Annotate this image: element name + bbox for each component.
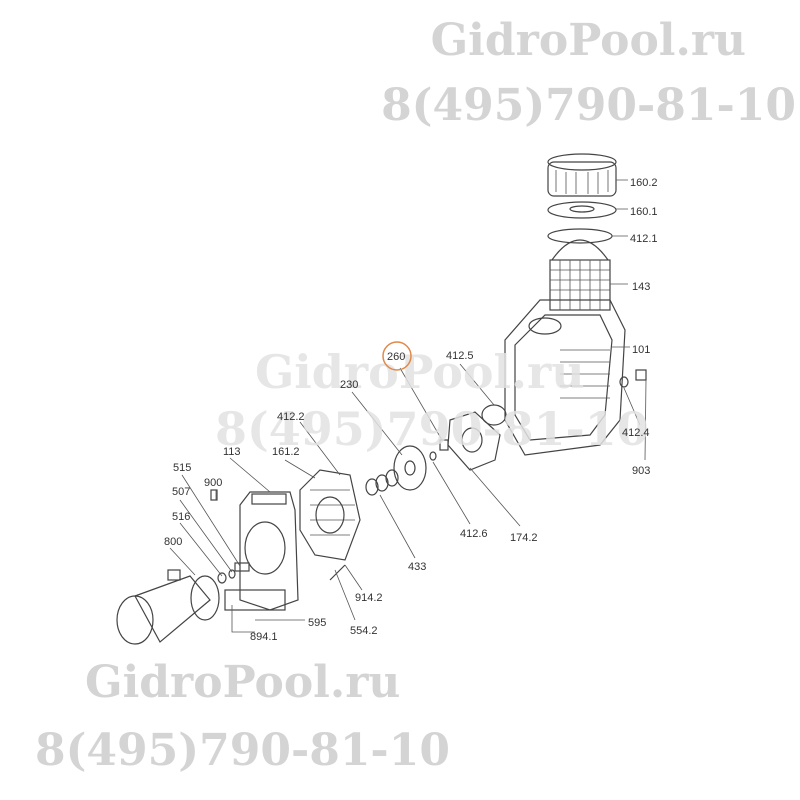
label-800: 800: [164, 536, 182, 548]
seal-plate-161-2: [299, 469, 361, 561]
lid-160-2: [547, 153, 617, 197]
label-894-1: 894.1: [250, 631, 278, 643]
label-516: 516: [172, 511, 190, 523]
motor-800: [116, 569, 220, 645]
label-412-4: 412.4: [622, 427, 650, 439]
adapter-113: [224, 491, 299, 611]
label-412-1: 412.1: [630, 233, 658, 245]
label-515: 515: [173, 462, 191, 474]
watermark-phone-bottom: 8(495)790-81-10: [35, 725, 450, 776]
watermark-phone-middle: 8(495)790-81-10: [215, 402, 649, 456]
label-160-2: 160.2: [630, 177, 658, 189]
label-260: 260: [387, 351, 405, 363]
mechanical-seal-433: [365, 469, 399, 496]
lid-plate-160-1: [547, 201, 617, 219]
label-161-2: 161.2: [272, 446, 300, 458]
small-parts: [210, 489, 346, 584]
label-101: 101: [632, 344, 650, 356]
highlight-circle-260: [382, 341, 412, 371]
label-914-2: 914.2: [355, 592, 383, 604]
label-900: 900: [204, 477, 222, 489]
o-ring-412-1: [547, 228, 613, 244]
label-230: 230: [340, 379, 358, 391]
label-412-5: 412.5: [446, 350, 474, 362]
o-ring-412-6: [429, 451, 437, 461]
o-ring-412-4: [619, 376, 629, 388]
watermark-site-middle: GidroPool.ru: [255, 345, 585, 399]
label-554-2: 554.2: [350, 625, 378, 637]
label-507: 507: [172, 486, 190, 498]
pump-housing-101: [504, 299, 626, 456]
label-412-6: 412.6: [460, 528, 488, 540]
label-412-2: 412.2: [277, 411, 305, 423]
watermark-phone-top: 8(495)790-81-10: [381, 80, 796, 131]
watermark-site-top: GidroPool.ru: [431, 15, 746, 66]
impeller-230: [393, 445, 427, 491]
watermark-site-bottom: GidroPool.ru: [85, 657, 400, 708]
label-160-1: 160.1: [630, 206, 658, 218]
screw-260: [439, 439, 449, 451]
label-113: 113: [223, 446, 241, 458]
label-433: 433: [408, 561, 426, 573]
drain-plug-903: [635, 369, 647, 381]
label-143: 143: [632, 281, 650, 293]
label-903: 903: [632, 465, 650, 477]
label-174-2: 174.2: [510, 532, 538, 544]
leader-lines: [169, 179, 647, 633]
label-595: 595: [308, 617, 326, 629]
